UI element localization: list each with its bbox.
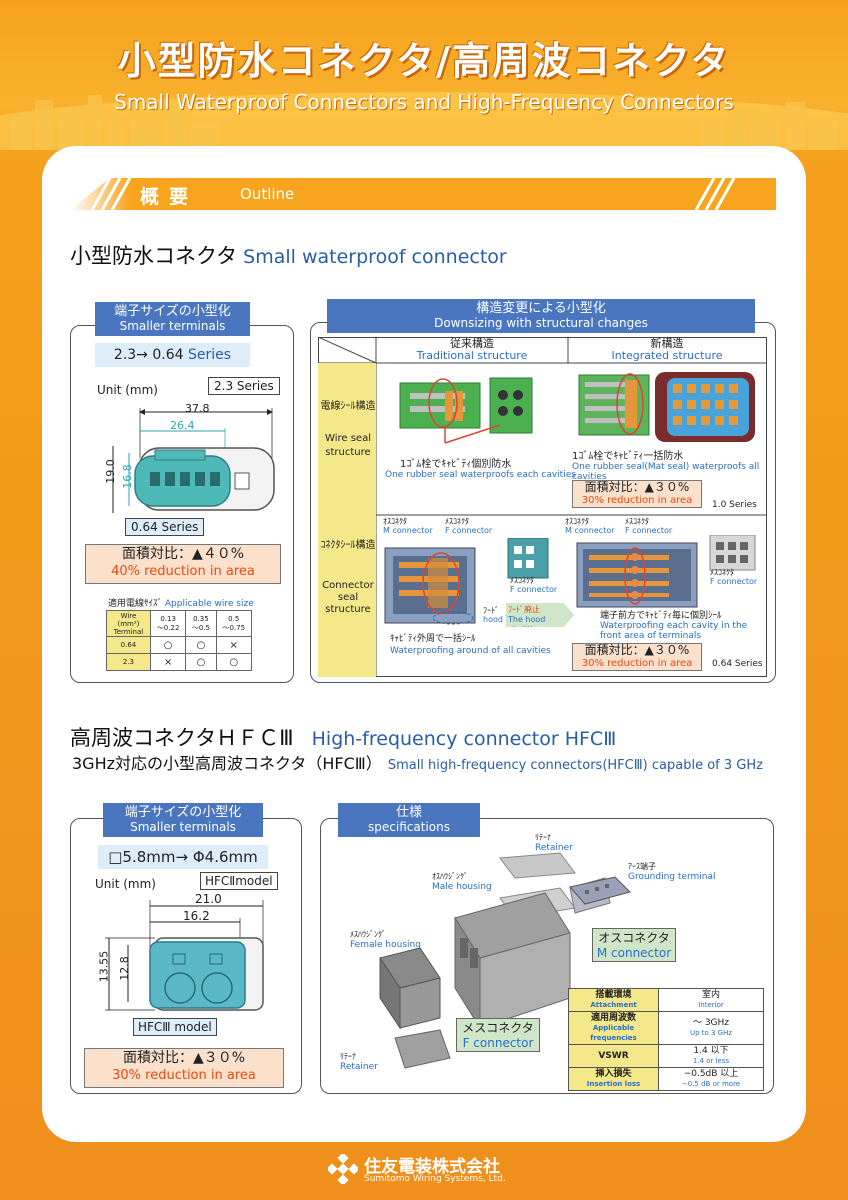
traditional-wire-seal-image: [399, 377, 533, 444]
outline-stripe: [70, 178, 776, 210]
wire-size-label: 適用電線ｻｲｽﾞ Applicable wire size: [108, 599, 254, 609]
series-change-tag: 2.3→ 0.64 Series: [95, 343, 250, 367]
hfc-dimension-drawing: [105, 900, 264, 1011]
series-23-label: 2.3 Series: [208, 377, 280, 395]
hfc2-model-label: HFCⅡmodel: [200, 872, 278, 890]
table-row: 2.3 × ○ ○: [106, 653, 252, 671]
size-change-tag: □5.8mm→ Φ4.6mm: [98, 845, 268, 869]
area-reduction-box-4: 面積対比：▲３０%30% reduction in area: [84, 1048, 284, 1088]
dim-12-8: 12.8: [117, 956, 131, 981]
dim-16-2: 16.2: [183, 909, 210, 923]
page-subtitle: Small Waterproof Connectors and High-Fre…: [114, 90, 734, 114]
series-064-label: 0.64 Series: [125, 518, 205, 536]
grounding-terminal-image: [569, 876, 631, 905]
dim-26-4: 26.4: [170, 419, 195, 432]
area-reduction-box-1: 面積対比：▲４０%40% reduction in area: [85, 544, 281, 584]
series-064-label-2: 0.64 Series: [712, 659, 763, 669]
company-name-jp: 住友電装株式会社: [364, 1157, 500, 1177]
dim-19-0: 19.0: [103, 459, 117, 484]
traditional-connector-seal-image: [384, 538, 549, 625]
hfc-exploded-view-image: [379, 852, 611, 1069]
city-skyline-graphic: [10, 95, 838, 150]
dim-37-8: 37.8: [185, 402, 210, 415]
series-10-label: 1.0 Series: [712, 500, 757, 510]
header-banner: 小型防水コネクタ/高周波コネクタ Small Waterproof Connec…: [0, 0, 848, 150]
section2-subtitle: 3GHz対応の小型高周波コネクタ（HFCⅢ）Small high-frequen…: [72, 754, 763, 773]
sumitomo-logo-icon: [328, 1154, 358, 1184]
dim-16-8: 16.8: [120, 464, 134, 489]
company-name-en: Sumitomo Wiring Systems, Ltd.: [364, 1174, 506, 1184]
stripe-lines-right-graphic: [694, 178, 736, 210]
area-reduction-box-3: 面積対比：▲３０%30% reduction in area: [572, 643, 702, 671]
integrated-wire-seal-image: [578, 372, 755, 442]
outline-label-en: Outline: [240, 185, 295, 203]
unit-label: Unit (mm): [97, 383, 158, 397]
company-logo: 住友電装株式会社 Sumitomo Wiring Systems, Ltd.: [328, 1150, 528, 1190]
row2-label-bg: [318, 515, 376, 677]
structure-table-grid: [318, 337, 767, 677]
outline-label: 概要: [140, 186, 199, 208]
row1-label-bg: [318, 363, 376, 515]
area-reduction-box-2: 面積対比：▲３０%30% reduction in area: [572, 480, 702, 508]
dim-13-55: 13.55: [97, 950, 111, 983]
integrated-connector-seal-image: [576, 535, 756, 608]
table-row: 0.64 ○ ○ ×: [106, 636, 252, 654]
terminal-dimension-drawing: [112, 408, 275, 513]
wire-size-table: Wire (mm²) Terminal 0.13 〜0.22 0.35 〜0.5…: [106, 610, 252, 671]
page-title: 小型防水コネクタ/高周波コネクタ: [117, 39, 731, 83]
dim-21-0: 21.0: [195, 892, 222, 906]
stripe-lines-graphic: [90, 178, 132, 210]
unit-label-2: Unit (mm): [95, 877, 156, 891]
hfc3-model-label: HFCⅢ model: [133, 1018, 217, 1036]
